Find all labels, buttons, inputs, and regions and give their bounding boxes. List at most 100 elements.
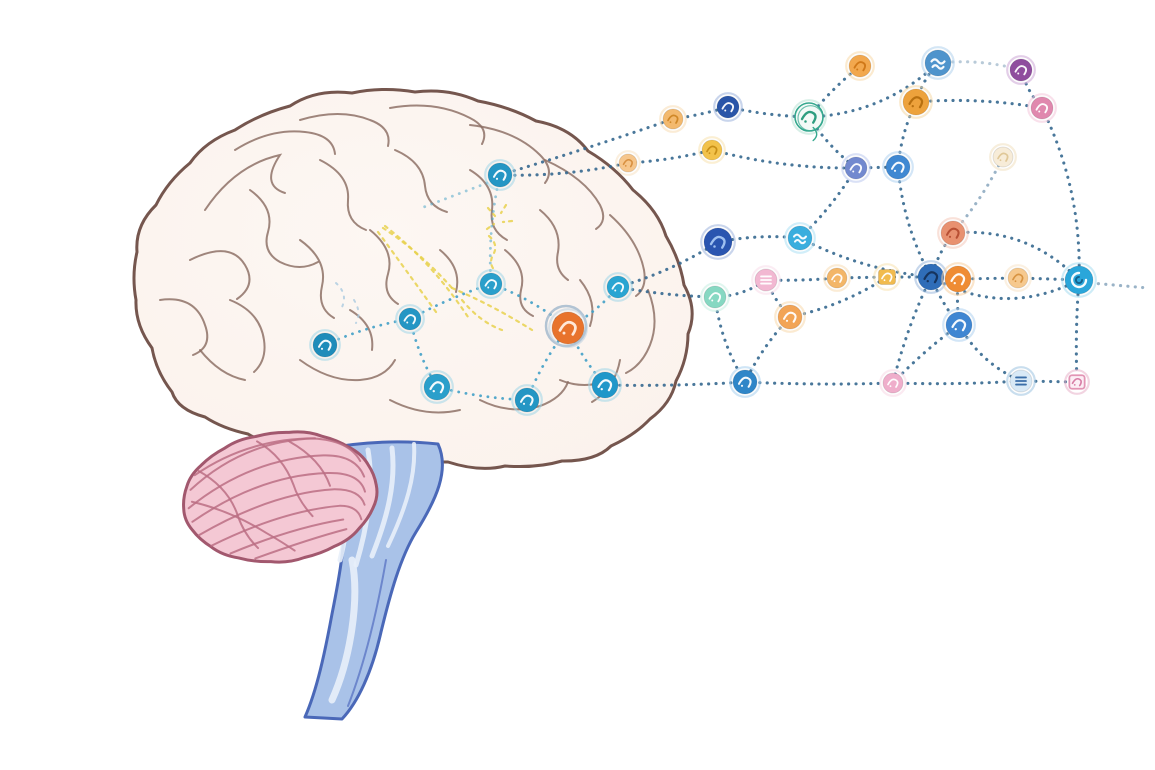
- node-shape: [902, 88, 930, 116]
- network-node-n6: [845, 51, 875, 81]
- yellow-sketch-mark: [381, 226, 454, 290]
- cerebellum-striation: [288, 440, 332, 487]
- cerebellum: [182, 430, 379, 564]
- node-glyph: [558, 320, 577, 336]
- node-glyph: [484, 279, 498, 290]
- network-node-b10: [729, 366, 761, 398]
- network-node-b3: [395, 304, 425, 334]
- gyrus-line: [204, 153, 286, 211]
- node-glyph: [950, 273, 966, 286]
- gyrus-line: [394, 149, 448, 213]
- network-node-b5: [420, 370, 454, 404]
- cerebellum-striation: [254, 528, 348, 560]
- network-edge: [1019, 68, 1044, 110]
- network-node-n13: [882, 151, 914, 183]
- cerebellum-striation: [191, 472, 366, 523]
- brainstem-streak: [369, 445, 396, 559]
- node-shape: [1030, 96, 1054, 120]
- node-glyph-dot: [804, 120, 807, 123]
- network-node-n21: [879, 369, 907, 397]
- node-halo: [791, 99, 827, 135]
- node-glyph: [930, 58, 946, 65]
- node-halo: [729, 366, 761, 398]
- gyrus-line: [189, 250, 251, 300]
- network-node-n22: [937, 217, 969, 249]
- node-sketch-overline: [797, 105, 824, 132]
- node-glyph: [887, 378, 899, 388]
- network-edge: [955, 277, 961, 327]
- node-glyph-dot: [614, 289, 617, 292]
- network-node-n3: [698, 136, 726, 164]
- gyrus-line: [544, 159, 605, 230]
- node-shape: [312, 332, 338, 358]
- node-glyph-dot: [911, 104, 914, 108]
- node-shape: [940, 220, 966, 246]
- node-shape: [777, 304, 803, 330]
- node-glyph-dot: [320, 347, 324, 350]
- cerebellum-striation: [193, 437, 317, 477]
- node-glyph-dot: [740, 384, 744, 387]
- node-halo: [659, 105, 687, 133]
- node-shape: [844, 156, 868, 180]
- node-glyph: [519, 394, 534, 406]
- node-shape: [487, 162, 513, 188]
- network-node-n27: [942, 308, 976, 342]
- yellow-sketch-mark: [501, 219, 514, 224]
- gyrus-line: [229, 299, 266, 373]
- node-halo: [937, 217, 969, 249]
- node-shape: [878, 269, 896, 285]
- node-glyph: [622, 158, 633, 168]
- node-halo: [700, 224, 736, 260]
- network-edge: [1074, 278, 1081, 384]
- lightblue-sketch-mark: [335, 282, 345, 308]
- gyrus-line: [299, 359, 396, 382]
- node-halo: [1027, 93, 1057, 123]
- node-halo: [942, 308, 976, 342]
- node-shape: [944, 265, 972, 293]
- node-halo: [841, 153, 871, 183]
- node-glyph: [1012, 273, 1024, 283]
- network-node-n2: [659, 105, 687, 133]
- node-glyph: [890, 161, 905, 173]
- node-halo: [615, 150, 641, 176]
- node-glyph: [782, 311, 797, 323]
- node-glyph: [708, 292, 722, 303]
- node-halo: [1004, 264, 1032, 292]
- network-node-n4: [713, 92, 743, 122]
- node-shape: [1068, 374, 1086, 390]
- gyrus-line: [625, 289, 656, 374]
- node-shape: [606, 275, 630, 299]
- network-edge: [1040, 106, 1081, 282]
- network-node-n15: [784, 222, 816, 254]
- gyrus-line: [349, 309, 374, 351]
- network-node-n10: [1027, 93, 1057, 123]
- node-glyph-dot: [926, 279, 929, 283]
- node-glyph-dot: [852, 170, 855, 173]
- node-halo: [941, 262, 975, 296]
- network-node-n7: [921, 46, 955, 80]
- node-shape: [732, 369, 758, 395]
- network-edge: [498, 117, 675, 177]
- node-shape: [716, 95, 740, 119]
- node-shape: [618, 153, 638, 173]
- network-node-n19: [873, 263, 901, 291]
- node-glyph-dot: [487, 286, 490, 289]
- gyrus-line: [159, 298, 209, 356]
- network-edge: [1016, 276, 1081, 282]
- node-halo: [879, 369, 907, 397]
- node-glyph-dot: [711, 299, 714, 302]
- gyrus-line: [579, 279, 594, 327]
- network-nodes: [309, 46, 1097, 416]
- network-node-n9: [1006, 55, 1036, 85]
- node-halo: [882, 151, 914, 183]
- cerebellum-striation: [190, 500, 296, 552]
- network-node-b4: [309, 329, 341, 361]
- node-shape: [423, 373, 451, 401]
- node-glyph: [429, 381, 445, 394]
- node-halo: [420, 370, 454, 404]
- network-node-n1: [615, 150, 641, 176]
- network-node-b1: [484, 159, 516, 191]
- network-node-b6: [511, 384, 543, 416]
- network-edge: [710, 148, 858, 170]
